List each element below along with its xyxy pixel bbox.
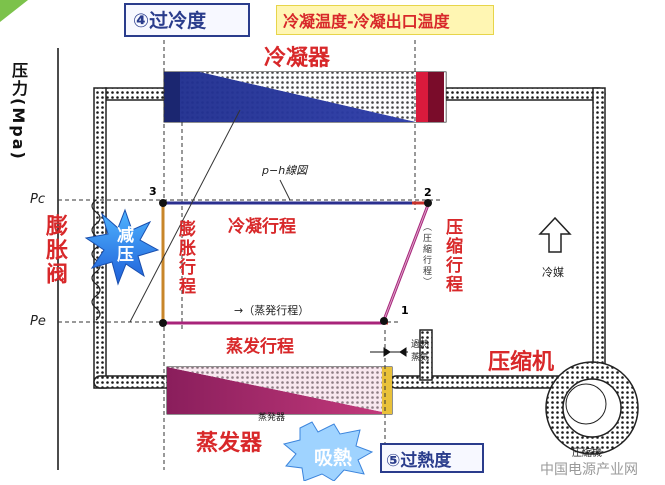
ph-cycle xyxy=(129,109,432,327)
condenser-unit xyxy=(163,71,447,123)
superheat-small-1: 過熱 xyxy=(411,340,430,350)
evaporation-process-label: 蒸发行程 xyxy=(226,337,294,357)
pc-label: Pc xyxy=(30,192,45,207)
point-1: 1 xyxy=(401,304,409,317)
compressor-label: 压缩机 xyxy=(488,350,555,375)
cond-temp-box xyxy=(276,5,494,35)
evaporator-label: 蒸发器 xyxy=(196,431,263,456)
evaporator-unit xyxy=(166,366,393,415)
condenser-label: 冷凝器 xyxy=(264,46,331,71)
evaporator-jp-label: 蒸発器 xyxy=(258,413,286,423)
superheat-box xyxy=(380,443,484,473)
point-3: 3 xyxy=(149,185,157,198)
refrigerant-label: 冷媒 xyxy=(542,266,564,279)
point-2: 2 xyxy=(424,186,432,199)
refrigerant-pipe xyxy=(93,87,606,389)
y-axis-label: 压力(Mpa) xyxy=(9,62,28,161)
pe-label: Pe xyxy=(30,314,46,329)
decompress-burst xyxy=(84,208,160,286)
superheat-small-2: 蒸気 xyxy=(411,353,430,363)
subcool-box xyxy=(124,3,250,37)
compressor-small-label: 圧縮機 xyxy=(572,448,602,459)
flow-arrow-icon xyxy=(538,216,572,253)
superheat-arrow xyxy=(370,347,408,357)
compression-process-label: 压缩行程 xyxy=(442,218,462,294)
expansion-process-label: 膨胀行程 xyxy=(175,220,195,296)
decompress-label: 减压 xyxy=(113,226,133,264)
corner-decoration xyxy=(0,0,28,22)
expansion-valve-spring xyxy=(91,199,101,321)
expansion-valve-label: 膨胀阀 xyxy=(42,214,67,286)
superheat-label: ⑤过熱度 xyxy=(386,451,452,471)
evaporation-jp-label: →（蒸発行程） xyxy=(234,304,310,317)
absorb-heat-label: 吸熱 xyxy=(314,447,353,469)
compressor-unit xyxy=(545,361,639,455)
cond-temp-label: 冷凝温度-冷凝出口温度 xyxy=(283,12,450,31)
condensing-process-label: 冷凝行程 xyxy=(228,217,296,237)
watermark: 中国电源产业网 xyxy=(540,462,638,478)
absorb-heat-burst xyxy=(282,421,374,482)
subcool-label: ④过冷度 xyxy=(133,10,207,32)
ph-title: p−h線図 xyxy=(262,164,308,177)
compression-jp-label: （圧縮行程） xyxy=(421,222,431,288)
